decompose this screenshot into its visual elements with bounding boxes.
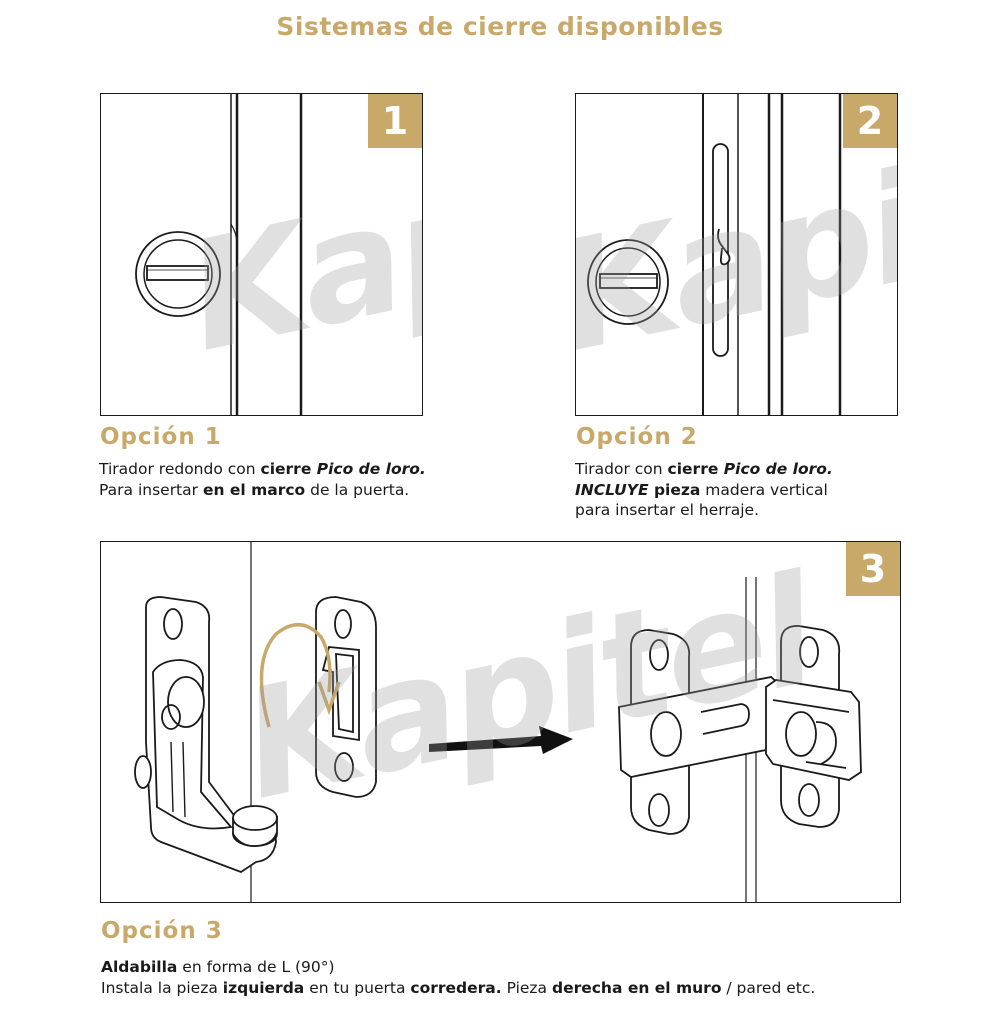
option-2-description: Tirador con cierre Pico de loro. INCLUYE… xyxy=(575,459,833,521)
text: Instala la pieza xyxy=(101,978,223,997)
option-1-illustration: Kapitel 1 xyxy=(100,93,423,416)
text-bold-italic: Pico de loro. xyxy=(723,460,833,478)
text-bold: izquierda xyxy=(222,978,305,997)
text: para insertar el herraje. xyxy=(575,501,759,519)
option-3-illustration: Kapitel 3 xyxy=(100,541,901,903)
option-badge-1: 1 xyxy=(368,94,422,148)
page-title: Sistemas de cierre disponibles xyxy=(276,12,724,41)
text: madera vertical xyxy=(700,480,828,499)
option-badge-2: 2 xyxy=(843,94,897,148)
text-bold-italic: Pico de loro. xyxy=(316,460,426,478)
option-3-description: Aldabilla en forma de L (90°) Instala la… xyxy=(101,957,815,998)
option-1-description: Tirador redondo con cierre Pico de loro.… xyxy=(99,459,426,500)
latch-left-open-drawing xyxy=(134,596,278,874)
text: Pieza xyxy=(501,978,552,997)
rotate-arrow-icon xyxy=(259,623,332,728)
text-bold: pieza xyxy=(648,480,701,499)
text: / pared etc. xyxy=(721,978,816,997)
direction-arrow-icon xyxy=(429,726,573,754)
latch-right-plate-left-drawing xyxy=(315,596,377,798)
option-2-illustration: Kapitel 2 xyxy=(575,93,898,416)
option-2-heading: Opción 2 xyxy=(576,424,698,450)
text: Tirador redondo con xyxy=(99,460,261,478)
text: en tu puerta xyxy=(304,978,411,997)
text-bold: cierre xyxy=(260,460,317,478)
text-bold-italic: INCLUYE xyxy=(575,480,649,499)
latch-closed-drawing xyxy=(618,625,862,835)
rotate-arrow-head-icon xyxy=(317,681,341,716)
option-badge-3: 3 xyxy=(846,542,900,596)
l-shaped-latch-drawing xyxy=(134,542,862,902)
text-bold: Aldabilla xyxy=(101,958,178,976)
text-bold: derecha en el muro xyxy=(551,978,722,997)
option-3-heading: Opción 3 xyxy=(101,918,223,944)
text-bold: corredera. xyxy=(410,978,502,997)
option-1-heading: Opción 1 xyxy=(100,424,222,450)
text: Tirador con xyxy=(575,460,668,478)
text: Para insertar xyxy=(99,480,203,499)
text-bold: en el marco xyxy=(202,480,306,499)
text: en forma de L (90°) xyxy=(177,958,335,976)
door-frame-vertical-piece-drawing xyxy=(587,94,842,415)
text-bold: cierre xyxy=(667,460,724,478)
door-frame-round-lock-drawing xyxy=(135,94,303,415)
text: de la puerta. xyxy=(305,480,410,499)
